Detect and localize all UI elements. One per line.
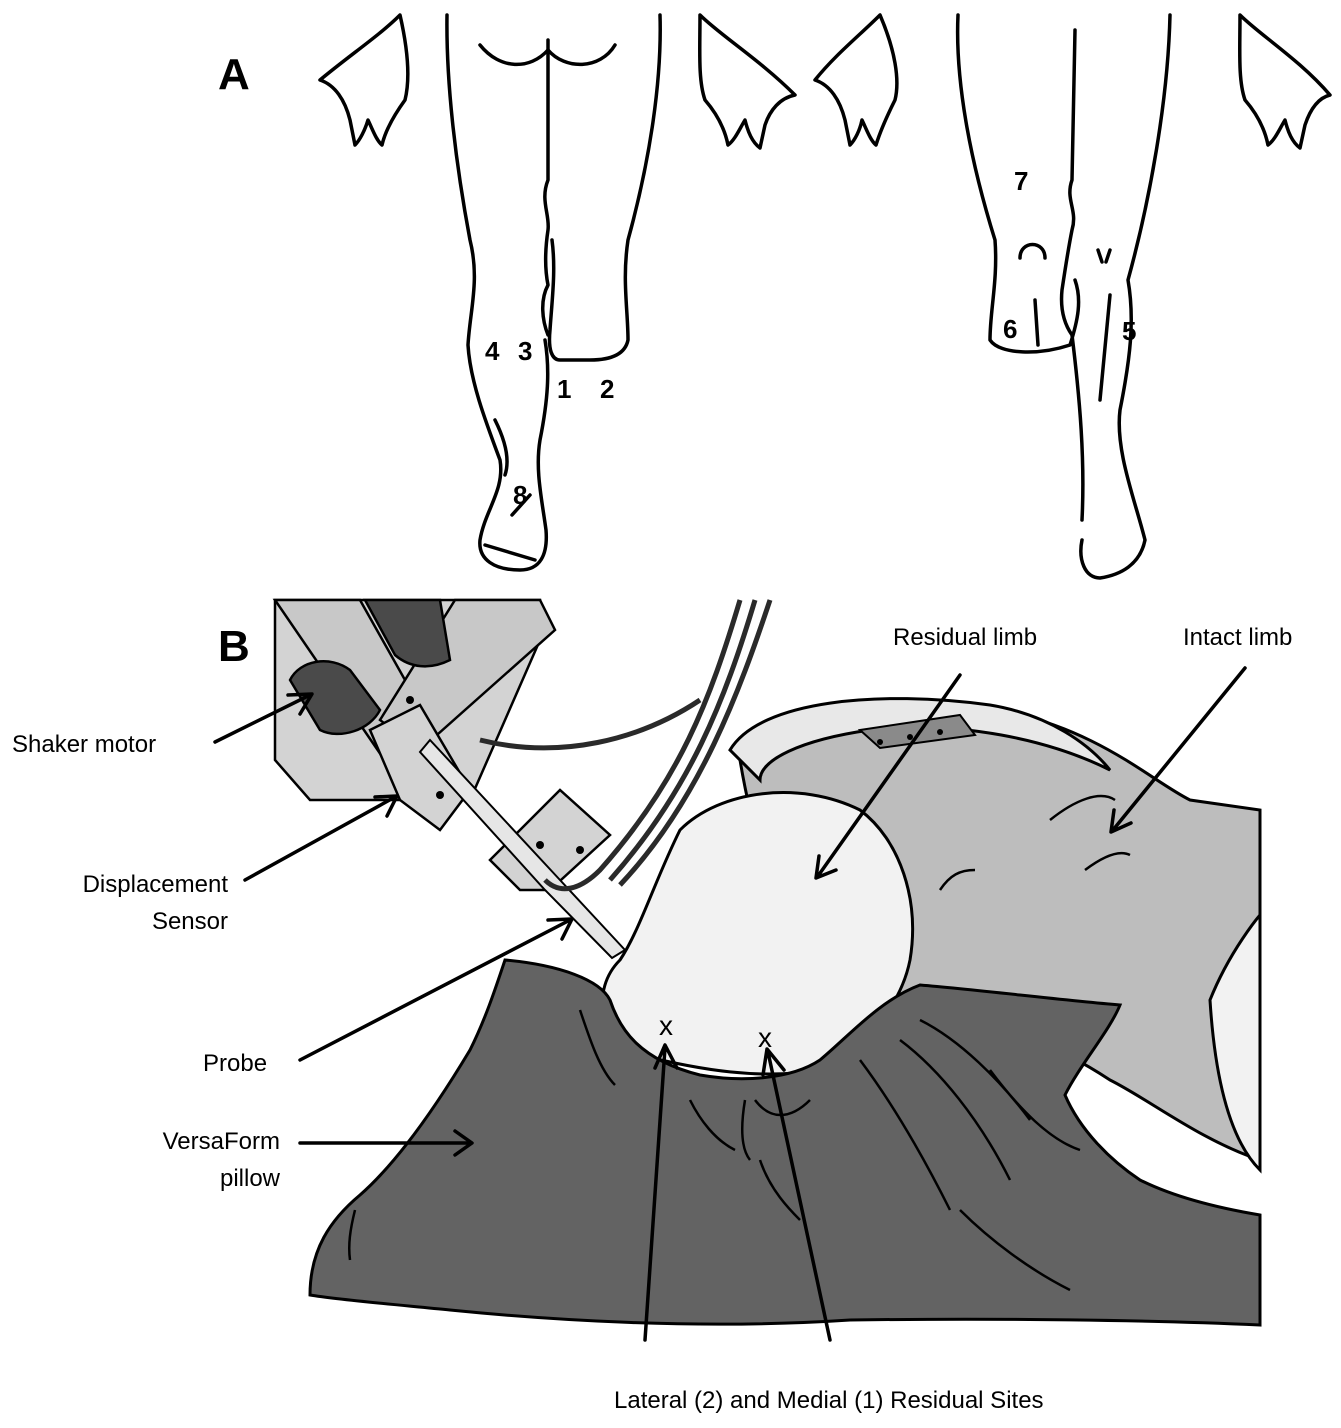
- site-label-8: 8: [513, 482, 527, 508]
- right-figure-hand-right: [1240, 15, 1330, 148]
- right-figure-leg: [1081, 15, 1170, 578]
- site-label-2: 2: [600, 376, 614, 402]
- label-residual-limb: Residual limb: [893, 619, 1037, 656]
- label-shaker-motor: Shaker motor: [12, 726, 156, 763]
- left-figure-inner-leg: [543, 40, 549, 335]
- right-figure-hand-left: [815, 15, 897, 145]
- right-figure-inner-leg: [1062, 30, 1083, 520]
- left-figure-hand-left: [320, 15, 408, 145]
- left-figure-hand-right: [700, 15, 795, 148]
- panel-a-drawing: [320, 15, 1330, 578]
- left-figure-stump: [549, 15, 660, 360]
- arrow-displacement-sensor: [245, 796, 397, 880]
- site-label-5: 5: [1122, 318, 1136, 344]
- label-versaform-pillow: VersaForm pillow: [80, 1123, 280, 1197]
- medial-site-marker: x: [758, 1024, 772, 1052]
- panel-b-letter: B: [218, 622, 250, 672]
- left-figure-outline: [447, 15, 548, 570]
- label-displacement-sensor: Displacement Sensor: [20, 866, 228, 940]
- panel-a-letter: A: [218, 50, 250, 100]
- label-residual-sites: Lateral (2) and Medial (1) Residual Site…: [614, 1382, 1044, 1419]
- panel-b-drawing: [215, 600, 1260, 1340]
- site-label-3: 3: [518, 338, 532, 364]
- site-label-4: 4: [485, 338, 499, 364]
- site-label-7: 7: [1014, 168, 1028, 194]
- label-probe: Probe: [203, 1045, 267, 1082]
- site-label-6: 6: [1003, 316, 1017, 342]
- site-label-1: 1: [557, 376, 571, 402]
- lateral-site-marker: x: [659, 1012, 673, 1040]
- label-intact-limb: Intact limb: [1183, 619, 1292, 656]
